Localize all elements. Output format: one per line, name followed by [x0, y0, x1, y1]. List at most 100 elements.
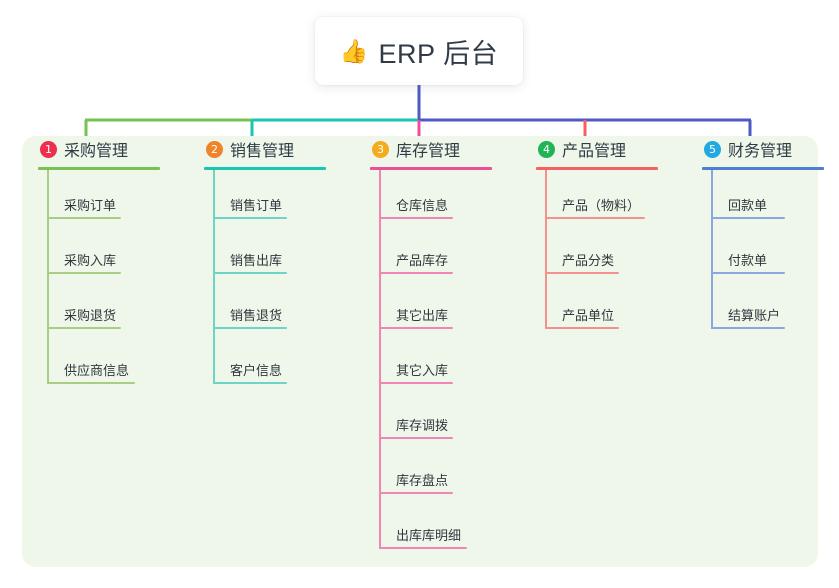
column-badge-4: 4 [538, 140, 555, 158]
leaf-item-rule [379, 437, 453, 439]
column-items-2: 销售订单销售出库销售退货客户信息 [204, 170, 326, 390]
leaf-item[interactable]: 产品库存 [370, 225, 492, 280]
leaf-item-label: 其它入库 [396, 363, 449, 378]
column-spine-4 [545, 170, 547, 329]
leaf-item[interactable]: 付款单 [702, 225, 824, 280]
column-items-1: 采购订单采购入库采购退货供应商信息 [38, 170, 160, 390]
leaf-item-label: 采购入库 [64, 253, 117, 268]
leaf-item-rule [47, 327, 121, 329]
column-items-3: 仓库信息产品库存其它出库其它入库库存调拨库存盘点出库库明细 [370, 170, 492, 555]
leaf-item-rule [711, 217, 785, 219]
column-badge-1: 1 [40, 140, 57, 158]
leaf-item[interactable]: 仓库信息 [370, 170, 492, 225]
leaf-item[interactable]: 采购订单 [38, 170, 160, 225]
leaf-item[interactable]: 销售退货 [204, 280, 326, 335]
column-badge-2: 2 [206, 140, 223, 158]
leaf-item[interactable]: 客户信息 [204, 335, 326, 390]
column-header-4[interactable]: 4 产品管理 [536, 136, 658, 162]
leaf-item-label: 产品（物料） [562, 198, 641, 213]
leaf-item-rule [379, 327, 453, 329]
leaf-item-rule [47, 217, 121, 219]
column-rule-2 [204, 167, 326, 170]
leaf-item-label: 回款单 [728, 198, 768, 213]
leaf-item-label: 销售出库 [230, 253, 283, 268]
leaf-item[interactable]: 销售出库 [204, 225, 326, 280]
column-4: 4 产品管理产品（物料） 产品分类产品单位 [536, 136, 658, 335]
column-spine-3 [379, 170, 381, 549]
leaf-item-rule [545, 272, 619, 274]
column-3: 3 库存管理仓库信息产品库存其它出库其它入库库存调拨库存盘点出库库明细 [370, 136, 492, 555]
leaf-item[interactable]: 采购退货 [38, 280, 160, 335]
column-badge-5: 5 [704, 140, 721, 158]
leaf-item-rule [545, 217, 645, 219]
leaf-item[interactable]: 库存调拨 [370, 390, 492, 445]
thumbs-up-icon: 👍 [339, 37, 369, 64]
column-2: 2 销售管理销售订单销售出库销售退货客户信息 [204, 136, 326, 390]
column-header-2[interactable]: 2 销售管理 [204, 136, 326, 162]
column-title-2: 销售管理 [230, 143, 295, 160]
leaf-item[interactable]: 其它入库 [370, 335, 492, 390]
column-spine-2 [213, 170, 215, 384]
leaf-item-label: 采购订单 [64, 198, 117, 213]
column-rule-5 [702, 167, 824, 170]
leaf-item-rule [47, 272, 121, 274]
leaf-item[interactable]: 销售订单 [204, 170, 326, 225]
leaf-item-rule [213, 382, 287, 384]
leaf-item[interactable]: 回款单 [702, 170, 824, 225]
leaf-item-label: 产品分类 [562, 253, 615, 268]
column-spine-1 [47, 170, 49, 384]
column-header-1[interactable]: 1 采购管理 [38, 136, 160, 162]
leaf-item-rule [379, 382, 453, 384]
leaf-item-label: 库存调拨 [396, 418, 449, 433]
leaf-item[interactable]: 供应商信息 [38, 335, 160, 390]
leaf-item-label: 产品单位 [562, 308, 615, 323]
column-rule-4 [536, 167, 658, 170]
leaf-item-label: 出库库明细 [396, 528, 462, 543]
leaf-item[interactable]: 库存盘点 [370, 445, 492, 500]
column-rule-1 [38, 167, 160, 170]
column-badge-3: 3 [372, 140, 389, 158]
leaf-item[interactable]: 其它出库 [370, 280, 492, 335]
leaf-item-label: 库存盘点 [396, 473, 449, 488]
column-title-1: 采购管理 [64, 143, 129, 160]
leaf-item-label: 付款单 [728, 253, 768, 268]
leaf-item-rule [213, 327, 287, 329]
root-title: ERP 后台 [378, 38, 499, 69]
leaf-item-label: 仓库信息 [396, 198, 449, 213]
leaf-item-label: 销售退货 [230, 308, 283, 323]
column-header-3[interactable]: 3 库存管理 [370, 136, 492, 162]
leaf-item[interactable]: 产品（物料） [536, 170, 658, 225]
diagram-panel: 1 采购管理采购订单采购入库采购退货供应商信息 2 销售管理销售订单销售出库销售退货客… [22, 136, 824, 567]
column-1: 1 采购管理采购订单采购入库采购退货供应商信息 [38, 136, 160, 390]
leaf-item-label: 产品库存 [396, 253, 449, 268]
leaf-item[interactable]: 产品分类 [536, 225, 658, 280]
leaf-item[interactable]: 产品单位 [536, 280, 658, 335]
leaf-item-rule [711, 272, 785, 274]
leaf-item[interactable]: 采购入库 [38, 225, 160, 280]
leaf-item[interactable]: 结算账户 [702, 280, 824, 335]
leaf-item-label: 销售订单 [230, 198, 283, 213]
leaf-item-rule [213, 272, 287, 274]
leaf-item-rule [213, 217, 287, 219]
column-items-4: 产品（物料） 产品分类产品单位 [536, 170, 658, 335]
leaf-item-rule [711, 327, 785, 329]
leaf-item-label: 客户信息 [230, 363, 283, 378]
leaf-item-rule [379, 547, 467, 549]
leaf-item[interactable]: 出库库明细 [370, 500, 492, 555]
leaf-item-rule [379, 217, 453, 219]
column-title-3: 库存管理 [396, 143, 461, 160]
leaf-item-rule [47, 382, 135, 384]
column-title-4: 产品管理 [562, 143, 627, 160]
column-rule-3 [370, 167, 492, 170]
column-spine-5 [711, 170, 713, 329]
leaf-item-label: 结算账户 [728, 308, 781, 323]
root-node-card[interactable]: 👍 ERP 后台 [315, 17, 523, 85]
leaf-item-label: 采购退货 [64, 308, 117, 323]
leaf-item-rule [379, 272, 453, 274]
leaf-item-label: 供应商信息 [64, 363, 130, 378]
leaf-item-label: 其它出库 [396, 308, 449, 323]
column-items-5: 回款单付款单结算账户 [702, 170, 824, 335]
leaf-item-rule [379, 492, 453, 494]
